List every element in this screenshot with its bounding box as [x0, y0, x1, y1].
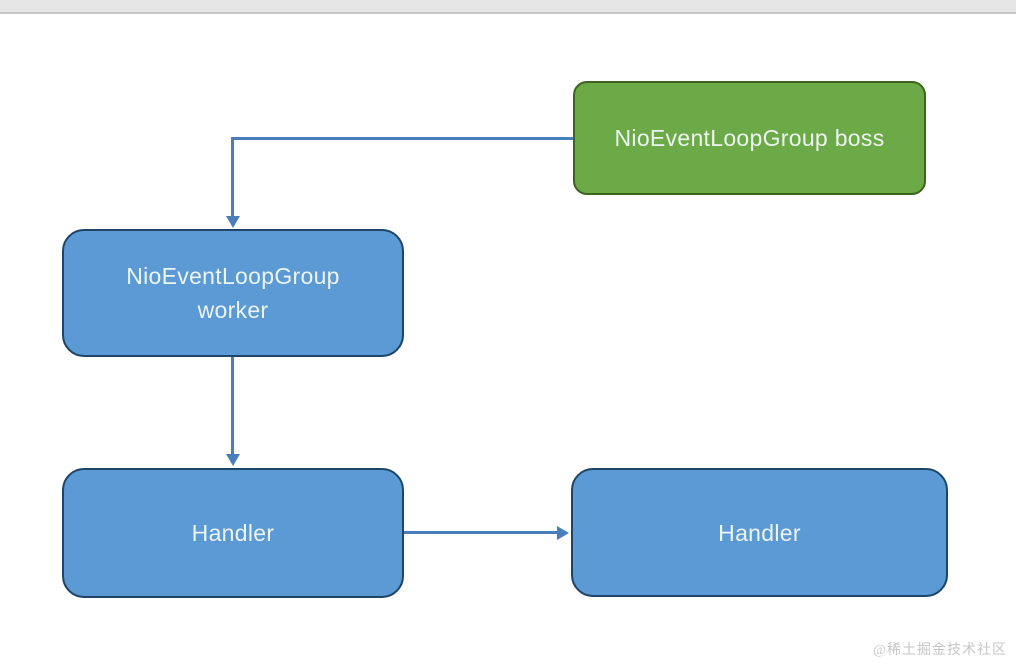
- window-top-bar: [0, 0, 1016, 14]
- watermark-juejin-community: @稀土掘金技术社区: [873, 643, 1007, 658]
- edge-boss-to-worker-horizontal: [231, 137, 573, 140]
- node-nioeventloopgroup-boss: NioEventLoopGroup boss: [573, 81, 926, 195]
- node-handler-left: Handler: [62, 468, 404, 598]
- arrowhead-into-worker: [226, 216, 240, 228]
- arrowhead-into-handler-left: [226, 454, 240, 466]
- node-nioeventloopgroup-worker: NioEventLoopGroup worker: [62, 229, 404, 357]
- edge-handler-to-handler: [404, 531, 557, 534]
- arrowhead-into-handler-right: [557, 526, 569, 540]
- node-handler-right: Handler: [571, 468, 948, 597]
- edge-worker-to-handler: [231, 357, 234, 454]
- edge-boss-to-worker-vertical: [231, 137, 234, 216]
